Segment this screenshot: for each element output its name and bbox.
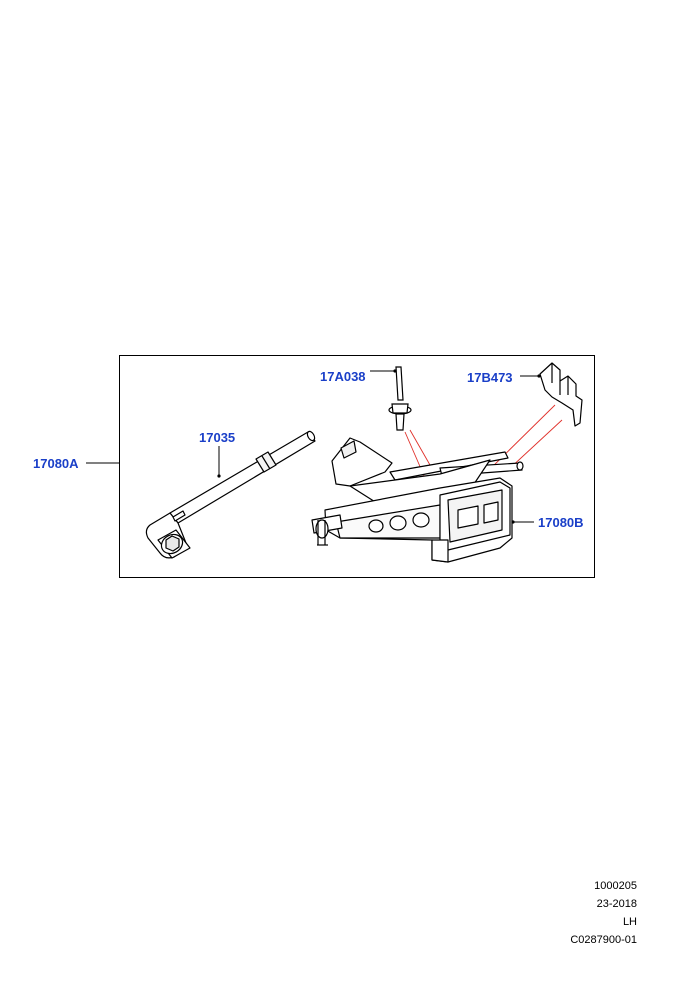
leader-17080B-dot <box>511 520 515 524</box>
footer-ref-3: LH <box>622 916 637 928</box>
callout-17B473[interactable]: 17B473 <box>467 370 513 385</box>
footer-ref-2: 23-2018 <box>596 898 637 910</box>
footer-ref-4: C0287900-01 <box>570 934 637 946</box>
jack-handle-drawing <box>388 366 412 431</box>
leader-17035-dot <box>217 474 221 478</box>
scissor-jack-drawing <box>311 437 524 563</box>
callout-17080B[interactable]: 17080B <box>538 515 584 530</box>
callout-17035[interactable]: 17035 <box>199 430 236 445</box>
leader-17A038-dot <box>393 369 397 373</box>
assembly-frame <box>119 355 595 578</box>
leader-17B473-dot <box>537 374 541 378</box>
bracket-drawing <box>539 362 583 427</box>
callout-17A038[interactable]: 17A038 <box>320 369 366 384</box>
wheel-brace-drawing <box>145 430 316 559</box>
callout-17080A[interactable]: 17080A <box>33 456 79 471</box>
footer-ref-1: 1000205 <box>594 880 637 892</box>
